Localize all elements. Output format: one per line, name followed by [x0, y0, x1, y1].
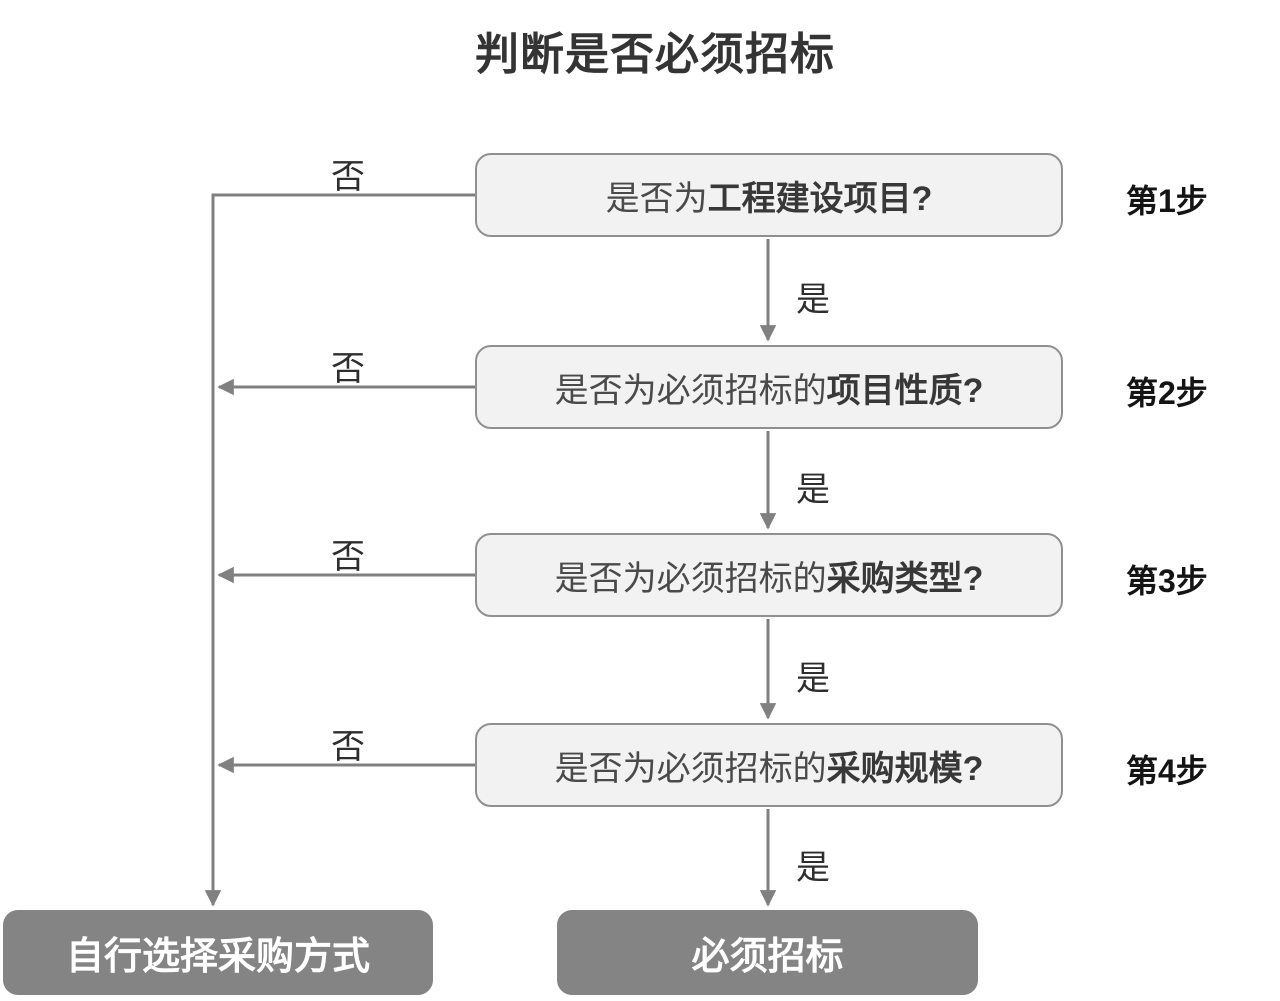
- question-box-step4: 是否为必须招标的采购规模?: [475, 723, 1063, 807]
- no-connector-step1: [204, 193, 475, 907]
- outcome-box-mandatory-bidding: 必须招标: [557, 910, 978, 995]
- step-label-2: 第2步: [1126, 375, 1208, 411]
- question-text-step2: 是否为必须招标的项目性质?: [555, 363, 984, 412]
- step-label-4: 第4步: [1126, 753, 1208, 789]
- yes-label-step2: 是: [796, 471, 830, 509]
- yes-label-step3: 是: [796, 660, 830, 698]
- question-prefix: 是否为必须招标的: [554, 371, 827, 410]
- step-label-1: 第1步: [1126, 183, 1208, 219]
- no-label-step1: 否: [331, 158, 365, 196]
- outcome-box-self-select: 自行选择采购方式: [3, 910, 433, 995]
- no-label-step3: 否: [331, 538, 365, 576]
- question-box-step3: 是否为必须招标的采购类型?: [475, 533, 1063, 617]
- no-label-step4: 否: [331, 728, 365, 766]
- question-emphasis: 采购类型?: [826, 559, 984, 598]
- question-text-step3: 是否为必须招标的采购类型?: [555, 551, 984, 600]
- no-label-step2: 否: [331, 350, 365, 388]
- question-emphasis: 采购规模?: [826, 749, 984, 788]
- yes-label-step4: 是: [796, 849, 830, 887]
- question-emphasis: 项目性质?: [826, 371, 984, 410]
- question-prefix: 是否为: [605, 179, 708, 218]
- question-text-step4: 是否为必须招标的采购规模?: [555, 741, 984, 790]
- yes-label-step1: 是: [796, 281, 830, 319]
- question-box-step2: 是否为必须招标的项目性质?: [475, 345, 1063, 429]
- question-prefix: 是否为必须招标的: [554, 559, 827, 598]
- question-box-step1: 是否为工程建设项目?: [475, 153, 1063, 237]
- step-label-3: 第3步: [1126, 563, 1208, 599]
- question-text-step1: 是否为工程建设项目?: [606, 171, 933, 220]
- page-title: 判断是否必须招标: [475, 30, 835, 79]
- question-emphasis: 工程建设项目?: [707, 179, 933, 218]
- question-prefix: 是否为必须招标的: [554, 749, 827, 788]
